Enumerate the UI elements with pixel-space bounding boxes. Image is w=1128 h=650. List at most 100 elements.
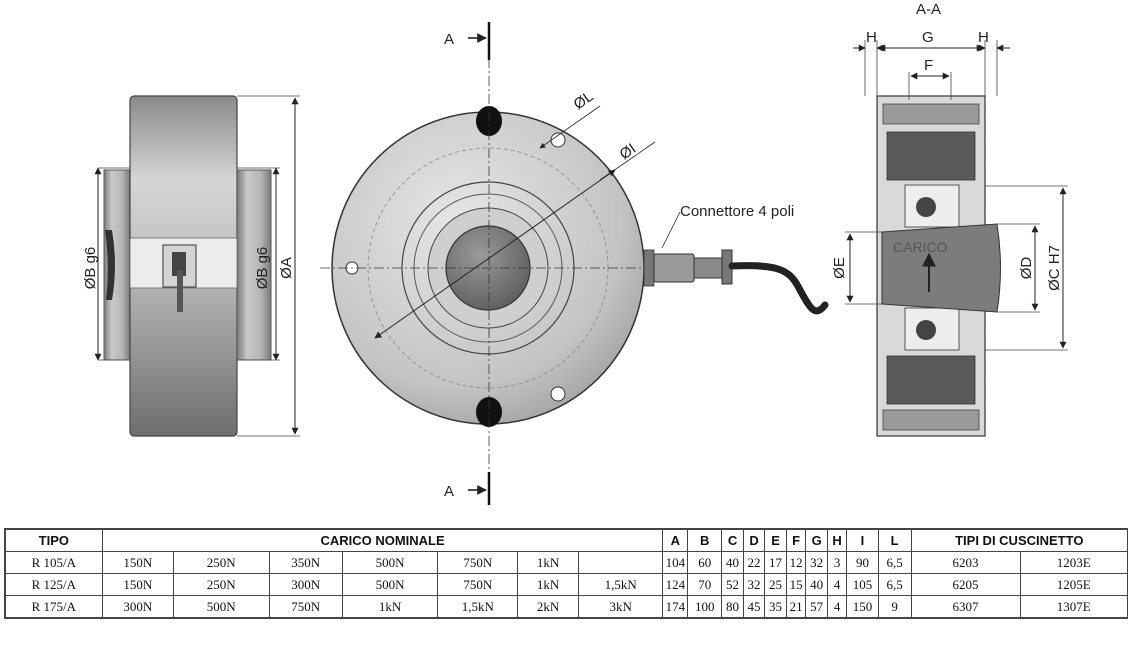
- cell-h: 4: [826, 595, 848, 618]
- cell-l: 9: [877, 595, 912, 618]
- header-c: C: [721, 529, 744, 552]
- cell-a: 104: [662, 551, 689, 574]
- header-tipo: TIPO: [5, 529, 103, 552]
- connector-cable: [177, 270, 183, 312]
- cell-c: 80: [721, 595, 744, 618]
- lower-right-small-hole: [550, 386, 566, 402]
- side-view: ØB g6 ØB g6 ØA: [82, 95, 300, 437]
- bottom-mount-hole: [476, 397, 502, 427]
- header-h: H: [826, 529, 848, 552]
- cell-h: 4: [826, 573, 848, 596]
- upper-ball: [916, 197, 936, 217]
- cell-tipo: R 125/A: [5, 573, 103, 596]
- side-view-shadow: [105, 230, 115, 300]
- header-f: F: [785, 529, 807, 552]
- cell-carico: 300N: [268, 573, 343, 596]
- cell-g: 40: [805, 573, 828, 596]
- side-view-right-rim: [236, 169, 272, 361]
- cell-i: 105: [846, 573, 879, 596]
- label-i: ØI: [617, 140, 640, 163]
- label-a: ØA: [278, 257, 295, 279]
- cell-b: 60: [687, 551, 723, 574]
- connector-base: [643, 249, 655, 287]
- header-i: I: [846, 529, 879, 552]
- cell-cuscinetto-2: 1307E: [1019, 595, 1128, 618]
- cell-carico: 500N: [341, 551, 439, 574]
- cell-e: 35: [764, 595, 787, 618]
- label-e: ØE: [831, 257, 848, 279]
- cell-l: 6,5: [877, 573, 912, 596]
- header-e: E: [764, 529, 787, 552]
- cell-cuscinetto-2: 1205E: [1019, 573, 1128, 596]
- cell-carico: 2kN: [517, 595, 579, 618]
- cell-carico: 1kN: [517, 573, 579, 596]
- cell-carico: 750N: [437, 573, 519, 596]
- cell-l: 6,5: [877, 551, 912, 574]
- label-b-g6-right: ØB g6: [254, 247, 271, 290]
- cell-tipo: R 175/A: [5, 595, 103, 618]
- cell-carico: 750N: [437, 551, 519, 574]
- cell-carico: 750N: [268, 595, 343, 618]
- label-d: ØD: [1018, 257, 1035, 280]
- header-b: B: [687, 529, 723, 552]
- cell-i: 150: [846, 595, 879, 618]
- cell-a: 174: [662, 595, 689, 618]
- header-g: G: [805, 529, 828, 552]
- cell-carico: 1,5kN: [577, 573, 664, 596]
- cell-carico: 250N: [172, 573, 270, 596]
- cell-carico: 300N: [101, 595, 174, 618]
- cell-carico: 500N: [341, 573, 439, 596]
- cell-f: 21: [785, 595, 807, 618]
- connector-nut: [693, 257, 723, 279]
- section-upper-block: [886, 131, 976, 181]
- label-l: ØL: [571, 88, 597, 113]
- cell-c: 52: [721, 573, 744, 596]
- cell-tipo: R 105/A: [5, 551, 103, 574]
- header-l: L: [877, 529, 912, 552]
- cell-g: 32: [805, 551, 828, 574]
- cell-i: 90: [846, 551, 879, 574]
- cell-carico: 350N: [268, 551, 343, 574]
- header-cuscinetto: TIPI DI CUSCINETTO: [910, 529, 1128, 552]
- header-d: D: [742, 529, 766, 552]
- cell-carico: 1kN: [517, 551, 579, 574]
- spec-table: TIPO CARICO NOMINALE A B C D E F G H I L…: [5, 529, 1128, 618]
- section-view: A-A CARICO H G H F ØE: [831, 1, 1068, 437]
- section-view-title: A-A: [916, 1, 941, 18]
- cell-cuscinetto-2: 1203E: [1019, 551, 1128, 574]
- cell-e: 25: [764, 573, 787, 596]
- section-bottom-ring: [882, 409, 980, 431]
- connector-housing: [653, 253, 695, 283]
- cell-carico: [577, 551, 664, 574]
- label-g: G: [922, 29, 934, 46]
- label-b-g6-left: ØB g6: [82, 247, 99, 290]
- cell-d: 45: [742, 595, 766, 618]
- table-row: R 125/A 150N 250N 300N 500N 750N 1kN 1,5…: [5, 573, 1128, 596]
- cell-cuscinetto-1: 6205: [910, 573, 1021, 596]
- cell-carico: 1,5kN: [437, 595, 519, 618]
- cell-h: 3: [826, 551, 848, 574]
- cell-f: 15: [785, 573, 807, 596]
- table-row: R 175/A 300N 500N 750N 1kN 1,5kN 2kN 3kN…: [5, 595, 1128, 618]
- cell-carico: 150N: [101, 551, 174, 574]
- cell-cuscinetto-1: 6307: [910, 595, 1021, 618]
- label-connector: Connettore 4 poli: [680, 203, 794, 220]
- cell-f: 12: [785, 551, 807, 574]
- cell-carico: 3kN: [577, 595, 664, 618]
- section-shaft: [881, 223, 1001, 313]
- cell-carico: 150N: [101, 573, 174, 596]
- cell-carico: 250N: [172, 551, 270, 574]
- label-h-right: H: [978, 29, 989, 46]
- cell-e: 17: [764, 551, 787, 574]
- header-carico-nominale: CARICO NOMINALE: [101, 529, 664, 552]
- cell-a: 124: [662, 573, 689, 596]
- label-h-left: H: [866, 29, 877, 46]
- label-carico: CARICO: [893, 239, 948, 255]
- connector-cable-line: [728, 262, 829, 315]
- header-a: A: [662, 529, 689, 552]
- section-label-bottom: A: [444, 483, 454, 500]
- cell-c: 40: [721, 551, 744, 574]
- technical-drawing: ØB g6 ØB g6 ØA A A ØI ØL: [82, 1, 1068, 505]
- label-f: F: [924, 57, 933, 74]
- cell-b: 70: [687, 573, 723, 596]
